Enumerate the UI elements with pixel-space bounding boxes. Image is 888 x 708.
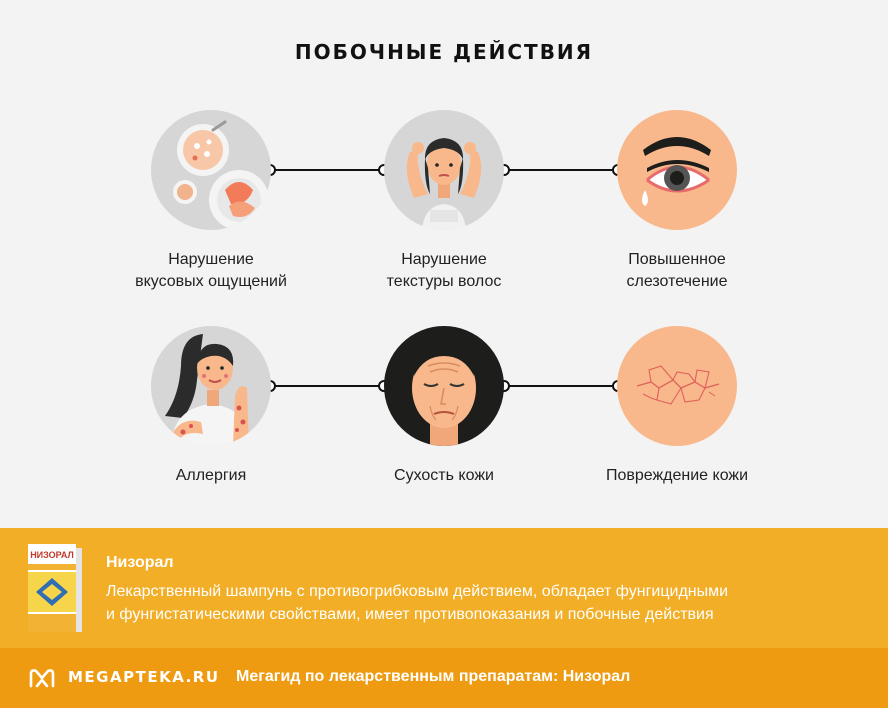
- effect-label-line: Нарушение: [401, 251, 487, 268]
- effect-label-line: Сухость кожи: [394, 467, 494, 484]
- connector-line: [270, 169, 384, 171]
- effect-label-line: вкусовых ощущений: [135, 273, 287, 290]
- teary-eye-icon: [617, 110, 737, 230]
- woman-hair-icon: [384, 110, 504, 230]
- effect-label-line: текстуры волос: [386, 273, 502, 290]
- effect-label-line: Повышенное: [628, 251, 726, 268]
- effect-label-line: Повреждение кожи: [605, 467, 749, 484]
- effect-label: Повреждение кожи: [567, 465, 787, 487]
- connector-line: [504, 169, 618, 171]
- megapteka-logo-icon[interactable]: [28, 666, 56, 690]
- page-title: ПОБОЧНЫЕ ДЕЙСТВИЯ: [294, 40, 594, 64]
- product-description-line: Лекарственный шампунь с противогрибковым…: [106, 583, 729, 600]
- effect-label: Нарушение вкусовых ощущений: [101, 249, 321, 293]
- package-brand-text: НИЗОРАЛ: [30, 550, 74, 560]
- wrinkled-face-icon: [384, 326, 504, 446]
- effect-label-line: Нарушение: [168, 251, 254, 268]
- footer: MEGAPTEKA.RU Мегагид по лекарственным пр…: [0, 648, 888, 708]
- product-package-icon: НИЗОРАЛ: [26, 542, 82, 634]
- food-plates-icon: [151, 110, 271, 230]
- product-promo: НИЗОРАЛ Низорал Лекарственный шампунь с …: [0, 528, 888, 648]
- site-logo-text[interactable]: MEGAPTEKA.RU: [68, 668, 220, 686]
- effect-label: Аллергия: [101, 465, 321, 487]
- effect-label: Повышенное слезотечение: [567, 249, 787, 293]
- product-name: Низорал: [106, 554, 174, 571]
- effect-label-line: слезотечение: [626, 273, 728, 290]
- connector-line: [504, 385, 618, 387]
- footer-caption: Мегагид по лекарственным препаратам: Низ…: [236, 668, 631, 685]
- allergy-woman-icon: [151, 326, 271, 446]
- effect-label-line: Аллергия: [175, 467, 247, 484]
- effect-label: Сухость кожи: [334, 465, 554, 487]
- effect-label: Нарушение текстуры волос: [334, 249, 554, 293]
- product-description-line: и фунгистатическими свойствами, имеет пр…: [106, 606, 714, 623]
- cracked-skin-icon: [617, 326, 737, 446]
- connector-line: [270, 385, 384, 387]
- product-description: Лекарственный шампунь с противогрибковым…: [106, 580, 866, 626]
